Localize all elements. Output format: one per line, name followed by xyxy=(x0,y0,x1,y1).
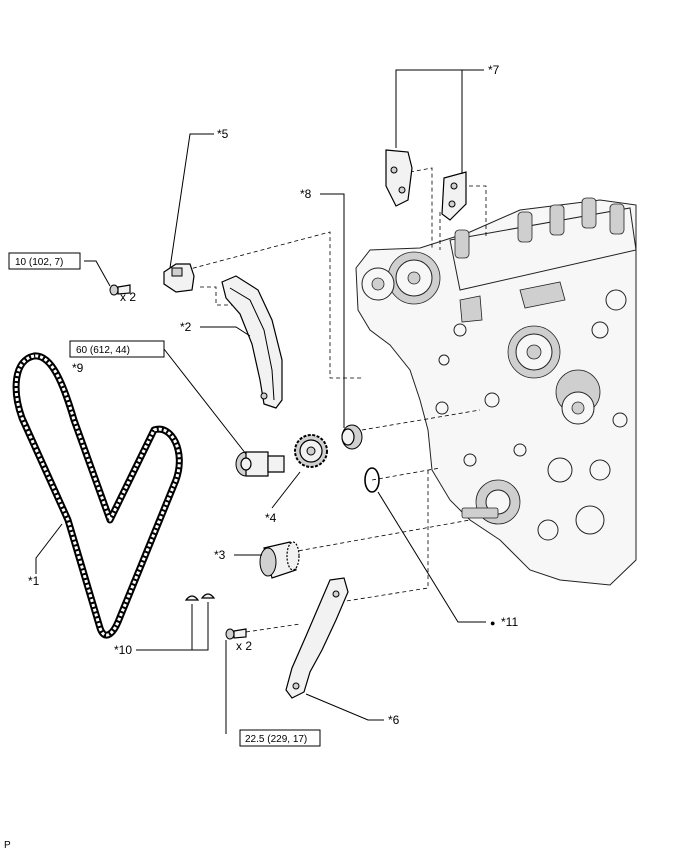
torque-spec-60: 60 (612, 44) xyxy=(69,340,165,358)
part-6-chain-guide xyxy=(285,577,349,699)
part-1-timing-chain xyxy=(12,352,183,639)
torque-label-22-5: 22.5 (229, 17) xyxy=(245,734,307,745)
quantity-guide-bolts: x 2 xyxy=(236,639,252,653)
torque-spec-10: 10 (102, 7) xyxy=(8,252,81,270)
callout-5: *5 xyxy=(217,127,229,141)
callout-1: *1 xyxy=(28,574,40,588)
bolt-idler-shaft xyxy=(235,451,285,477)
part-2-chain-tensioner-slipper xyxy=(221,275,283,409)
callout-2: *2 xyxy=(180,320,192,334)
alignment-lines xyxy=(185,167,487,633)
bolt-tensioner xyxy=(109,284,131,296)
torque-spec-22-5: 22.5 (229, 17) xyxy=(239,729,321,747)
figure-code: P xyxy=(4,840,11,851)
leader-lines xyxy=(35,69,486,734)
torque-label-60: 60 (612, 44) xyxy=(76,345,130,356)
engine-block-illustration xyxy=(355,197,637,586)
callout-10: *10 xyxy=(114,643,132,657)
part-11-o-ring xyxy=(364,467,380,493)
callout-3: *3 xyxy=(214,548,226,562)
callout-4: *4 xyxy=(265,511,277,525)
callout-6: *6 xyxy=(388,713,400,727)
part-3-idle-gear xyxy=(259,541,300,579)
callout-7: *7 xyxy=(488,63,500,77)
part-8-seal xyxy=(341,424,363,450)
part-4-crankshaft-sprocket xyxy=(294,434,328,468)
callout-8: *8 xyxy=(300,187,312,201)
quantity-tensioner-bolts: x 2 xyxy=(120,290,136,304)
part-10-keys xyxy=(184,593,216,601)
callout-11-bullet: ● xyxy=(490,618,495,628)
callout-11: *11 xyxy=(501,615,518,629)
callout-9: *9 xyxy=(72,361,84,375)
bolt-chain-guide xyxy=(225,628,247,640)
torque-label-10: 10 (102, 7) xyxy=(15,257,63,268)
part-5-chain-tensioner xyxy=(163,263,195,293)
part-7-camshaft-chain-guides xyxy=(385,149,467,221)
